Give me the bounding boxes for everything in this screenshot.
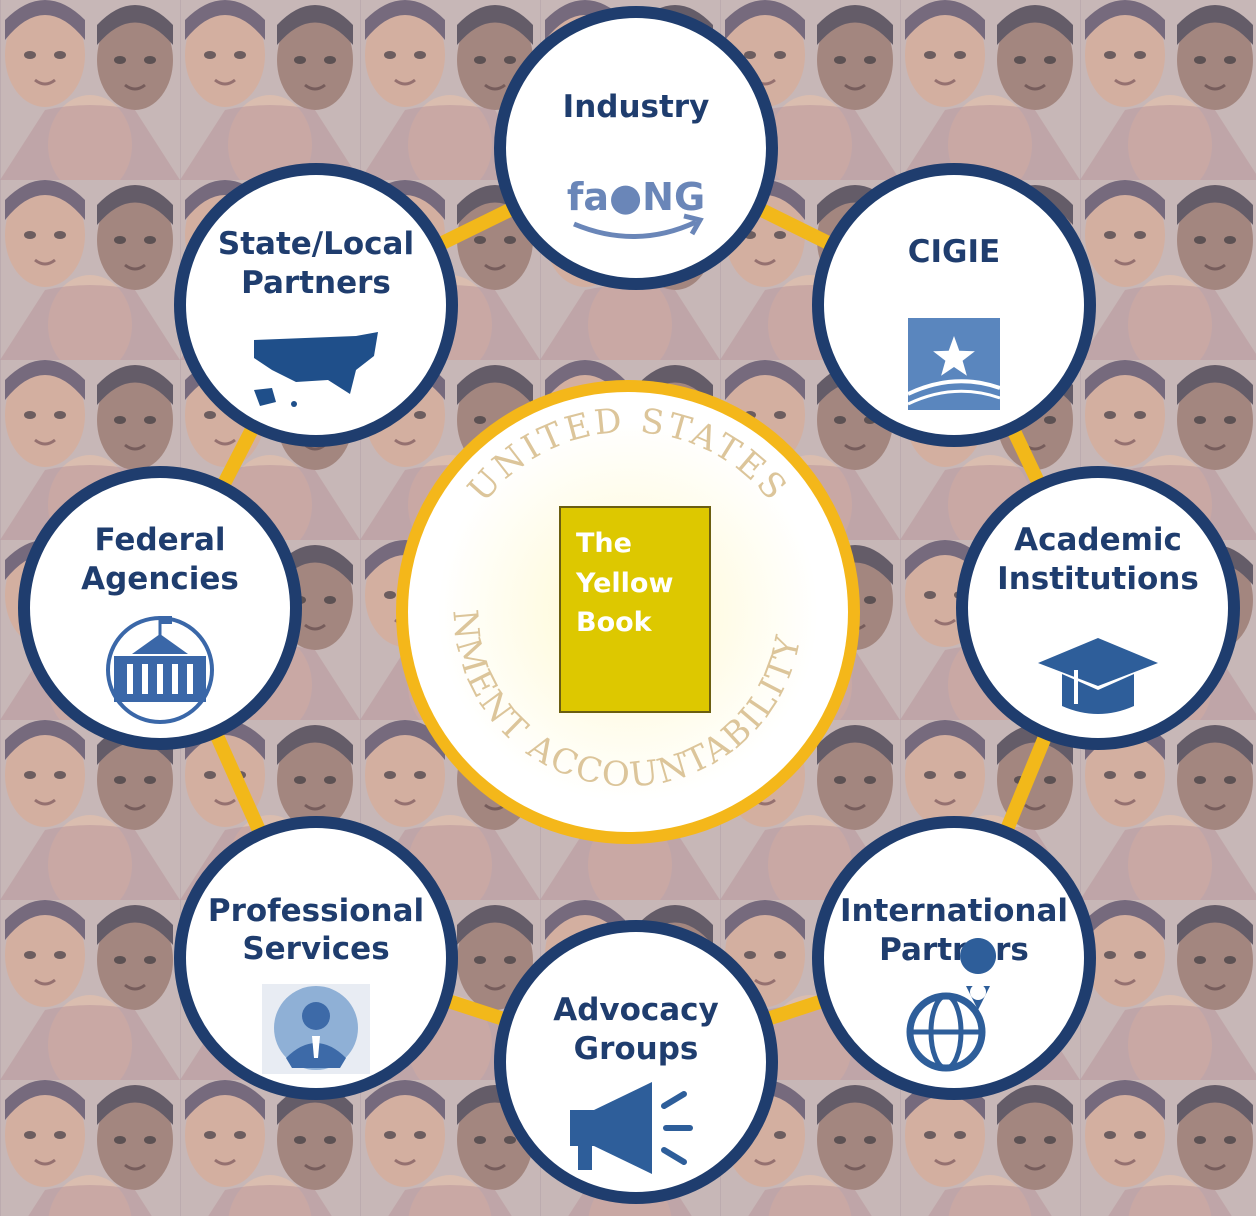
government-building-icon [106, 616, 214, 724]
flag [160, 616, 172, 624]
avatar-tie [312, 1036, 320, 1058]
cap-base [1062, 674, 1134, 714]
amazon-arrow-head [683, 213, 704, 236]
node-title-federal-1: Federal [95, 522, 226, 558]
megaphone-icon [570, 1082, 693, 1174]
location-pin [960, 938, 997, 1010]
cap-board [1038, 638, 1158, 686]
us-mainland [254, 332, 378, 394]
node-title-professional-2: Services [242, 931, 389, 967]
cigie-stripe-2 [907, 389, 1001, 406]
sound-line-1 [661, 1091, 687, 1109]
node-industry: Industry fa●NG [494, 6, 778, 290]
location-pin-hole [970, 984, 986, 1000]
cigie-star-flag-icon [907, 318, 1001, 410]
node-circle-statelocal [174, 163, 458, 447]
business-person-avatar-icon [262, 984, 370, 1074]
node-title-statelocal-1: State/Local [218, 226, 414, 262]
sound-line-3 [661, 1147, 687, 1165]
node-title-international-2: Partners [879, 932, 1029, 968]
yellow-book-line-2: Yellow [575, 568, 673, 599]
node-circle-federal [18, 466, 302, 750]
graduation-cap-icon [1038, 638, 1158, 714]
node-title-academic-2: Institutions [997, 561, 1199, 597]
node-circle-cigie [812, 163, 1096, 447]
node-circle-international [812, 816, 1096, 1100]
node-title-federal-2: Agencies [81, 561, 239, 597]
yellow-book-line-3: Book [576, 607, 653, 638]
node-circle-industry [494, 6, 778, 290]
alaska [254, 388, 276, 406]
amazon-smile-arrow [573, 219, 698, 239]
node-title-industry-1: Industry [563, 89, 710, 125]
yellow-book-line-1: The [576, 528, 632, 559]
faang-logo-text: fa●NG [567, 175, 705, 219]
building-column [187, 664, 193, 694]
cigie-star [933, 336, 975, 376]
building-column [142, 664, 148, 694]
building-column [157, 664, 163, 694]
megaphone-handle [570, 1110, 594, 1146]
node-title-cigie-1: CIGIE [908, 234, 1000, 270]
node-cigie: CIGIE [812, 163, 1096, 447]
cigie-stripe-1 [907, 379, 1001, 396]
node-circle-advocacy [494, 920, 778, 1204]
node-title-statelocal-2: Partners [241, 265, 391, 301]
node-title-academic-1: Academic [1014, 522, 1182, 558]
megaphone-grip [578, 1146, 592, 1170]
building-column [172, 664, 178, 694]
yellow-book [559, 506, 711, 713]
node-title-advocacy-2: Groups [574, 1031, 699, 1067]
megaphone-horn [594, 1082, 652, 1174]
avatar-head [302, 1002, 330, 1030]
globe-location-pin-icon [906, 938, 997, 1072]
hawaii [291, 401, 297, 407]
faang-logo-icon: fa●NG [567, 175, 705, 239]
building-pediment [132, 634, 188, 654]
node-circle-professional [174, 816, 458, 1100]
building-column [127, 664, 133, 694]
stakeholder-nodes: Industryfa●NGCIGIEAcademicInstitutionsIn… [18, 6, 1240, 1204]
node-circle-academic [956, 466, 1240, 750]
node-title-international-1: International [840, 893, 1068, 929]
node-title-advocacy-1: Advocacy [553, 992, 719, 1028]
node-title-professional-1: Professional [208, 893, 424, 929]
us-map-icon [254, 332, 378, 407]
